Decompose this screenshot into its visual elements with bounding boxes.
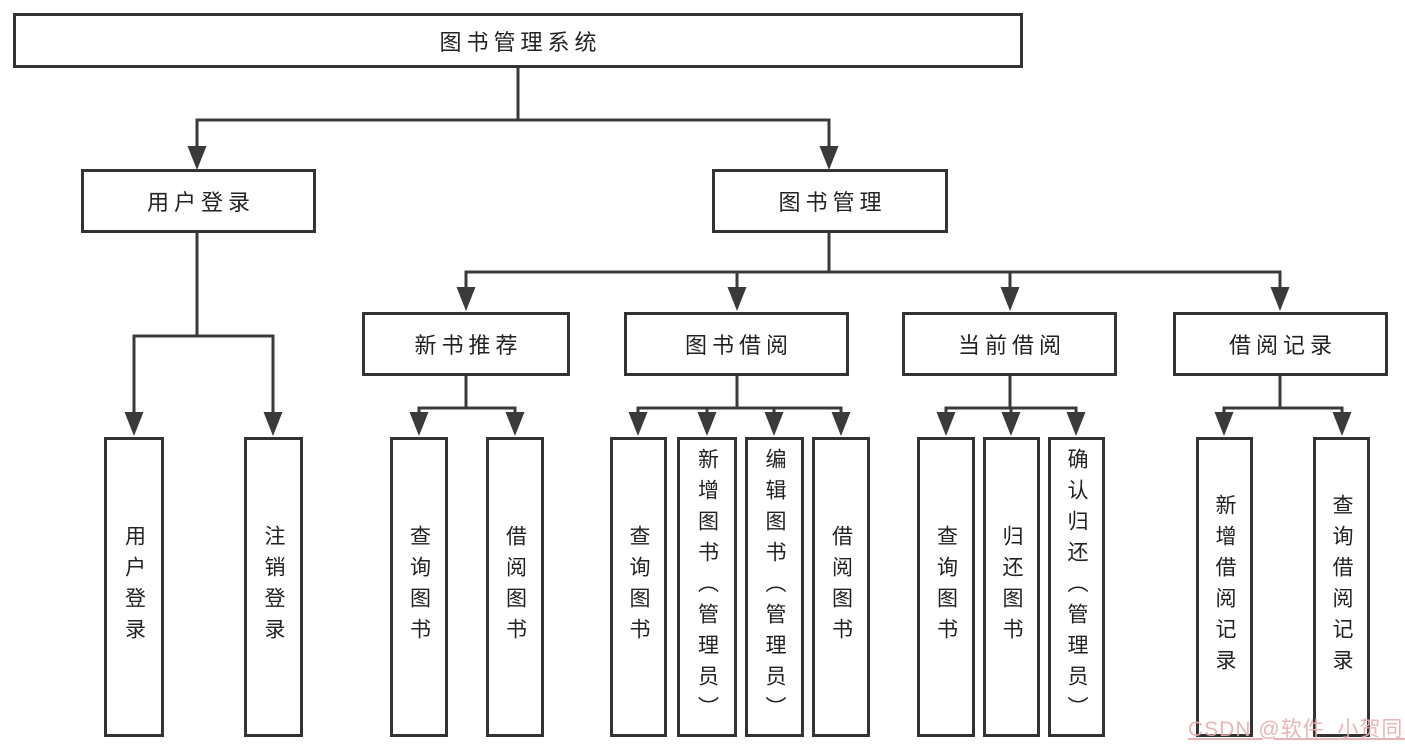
connector-borrow-records-to-leaves — [1222, 376, 1344, 416]
node-root: 图书管理系统 — [13, 13, 1023, 68]
arrowhead — [1000, 287, 1020, 311]
arrowhead — [1001, 412, 1021, 436]
leaf-records-query-record-label: 查询借阅记录 — [1330, 494, 1353, 680]
connector-root-to-level2 — [195, 68, 831, 150]
leaf-recommend-query-book-label: 查询图书 — [407, 525, 431, 649]
arrowhead — [936, 412, 956, 436]
leaf-current-return-book: 归还图书 — [983, 437, 1040, 737]
arrowhead — [764, 412, 784, 436]
arrowhead — [409, 412, 429, 436]
arrowhead — [505, 412, 525, 436]
leaf-borrow-edit-book-admin: 编辑图书（管理员） — [745, 437, 804, 737]
leaf-logout-label: 注销登录 — [262, 525, 285, 649]
arrowhead — [1332, 412, 1352, 436]
node-borrow-records: 借阅记录 — [1173, 312, 1388, 376]
connector-user-login-to-leaves — [132, 233, 275, 416]
leaf-borrow-add-book-admin-label: 新增图书（管理员） — [695, 447, 719, 727]
leaf-current-return-book-label: 归还图书 — [1000, 525, 1023, 649]
leaf-borrow-edit-book-admin-label: 编辑图书（管理员） — [763, 447, 786, 727]
arrowhead — [263, 412, 283, 436]
leaf-recommend-borrow-book: 借阅图书 — [486, 437, 544, 737]
arrowhead — [1270, 287, 1290, 311]
node-user-login: 用户登录 — [81, 169, 316, 233]
node-book-borrow: 图书借阅 — [624, 312, 849, 376]
leaf-current-confirm-return-admin-label: 确认归还（管理员） — [1065, 447, 1088, 727]
leaf-borrow-add-book-admin: 新增图书（管理员） — [677, 437, 737, 737]
leaf-records-query-record: 查询借阅记录 — [1313, 437, 1370, 737]
connector-new-book-rec-to-leaves — [417, 376, 517, 416]
leaf-records-add-record-label: 新增借阅记录 — [1213, 494, 1236, 680]
arrowhead — [628, 412, 648, 436]
node-current-borrow: 当前借阅 — [902, 312, 1117, 376]
node-user-login-label: 用户登录 — [146, 190, 255, 215]
node-new-book-recommend-label: 新书推荐 — [414, 333, 523, 358]
leaf-recommend-query-book: 查询图书 — [390, 437, 448, 737]
node-borrow-records-label: 借阅记录 — [1228, 333, 1337, 358]
node-root-label: 图书管理系统 — [439, 29, 602, 55]
arrowhead — [124, 412, 144, 436]
leaf-recommend-borrow-book-label: 借阅图书 — [503, 525, 527, 649]
leaf-logout: 注销登录 — [244, 437, 303, 737]
connector-book-borrow-to-leaves — [636, 376, 843, 416]
arrowhead — [1214, 412, 1234, 436]
arrowhead — [697, 412, 717, 436]
watermark-csdn: CSDN @软件_小贺同学 — [1188, 718, 1405, 741]
arrowheads — [124, 146, 1352, 436]
leaf-current-confirm-return-admin: 确认归还（管理员） — [1048, 437, 1105, 737]
leaf-borrow-query-book-label: 查询图书 — [627, 525, 650, 649]
arrowhead — [1066, 412, 1086, 436]
leaf-records-add-record: 新增借阅记录 — [1196, 437, 1253, 737]
leaf-current-query-book: 查询图书 — [917, 437, 975, 737]
node-new-book-recommend: 新书推荐 — [362, 312, 570, 376]
leaf-borrow-borrow-book-label: 借阅图书 — [829, 525, 853, 649]
arrowhead — [456, 287, 476, 311]
leaf-borrow-query-book: 查询图书 — [610, 437, 667, 737]
connector-book-mgmt-to-level3 — [464, 233, 1282, 291]
arrowhead — [831, 412, 851, 436]
node-current-borrow-label: 当前借阅 — [957, 333, 1066, 358]
arrowhead — [819, 146, 839, 170]
node-book-management: 图书管理 — [712, 169, 948, 233]
leaf-borrow-borrow-book: 借阅图书 — [812, 437, 870, 737]
leaf-current-query-book-label: 查询图书 — [934, 525, 958, 649]
arrowhead — [727, 287, 747, 311]
arrowhead — [187, 146, 207, 170]
leaf-user-login: 用户登录 — [104, 437, 164, 737]
node-book-borrow-label: 图书借阅 — [684, 333, 793, 358]
connector-current-borrow-to-leaves — [944, 376, 1078, 416]
leaf-user-login-label: 用户登录 — [122, 525, 146, 649]
node-book-management-label: 图书管理 — [778, 190, 887, 215]
